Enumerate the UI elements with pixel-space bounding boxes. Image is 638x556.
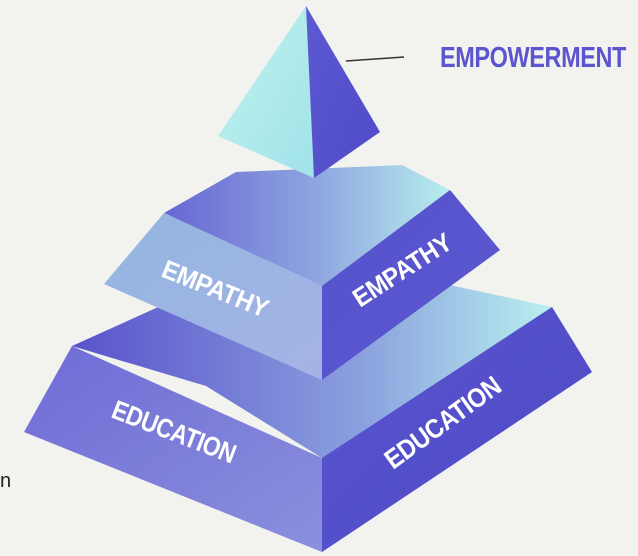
top-pyramid [218,6,380,178]
bottom-tier-left-face [24,346,322,552]
bottom-tier-right-face [322,307,592,552]
middle-tier [104,165,500,380]
middle-tier-top-face [164,165,450,286]
top-pyramid-right-face [306,6,380,178]
middle-tier-left-face [104,213,322,380]
empowerment-label: EMPOWERMENT [440,42,627,74]
empowerment-pointer-line [345,56,405,62]
middle-tier-right-face [322,190,500,380]
stray-text-fragment: n [0,470,12,492]
top-pyramid-left-face [218,6,314,178]
